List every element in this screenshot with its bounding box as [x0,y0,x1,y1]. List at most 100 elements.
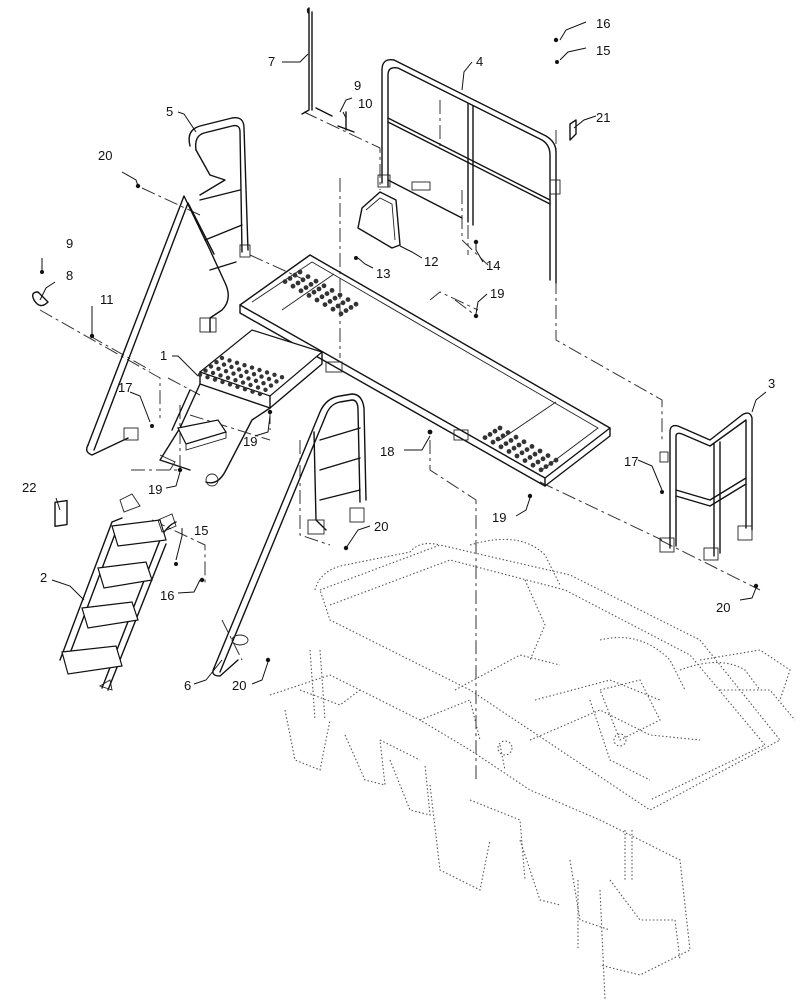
perforation-hole [231,371,236,376]
perforation-hole [522,458,528,463]
perforation-hole [538,467,544,473]
perforation-hole [214,360,219,365]
perforation-hole [266,376,272,382]
perforation-hole [305,274,311,279]
callout-20-bottom: 20 [232,678,246,693]
callout-15-top: 15 [596,43,610,58]
callout-1: 1 [160,348,167,363]
perforation-hole [253,378,259,383]
perforation-hole [251,372,257,377]
guard-rail-right [659,412,753,561]
perforation-hole [248,382,253,388]
perforation-hole [516,442,522,448]
perforation-hole [282,279,288,284]
perforation-hole [292,272,298,278]
perforation-hole [506,449,512,454]
callout-10: 10 [358,96,372,111]
perforation-hole [233,378,238,383]
perforation-hole [212,377,218,382]
perforation-hole [229,364,234,370]
perforation-hole [514,453,520,459]
perforation-hole [257,367,262,373]
perforation-hole [321,283,327,289]
callout-17-right: 17 [624,454,638,469]
perforation-hole [319,294,325,300]
perforation-hole [327,299,333,304]
step-ladder [59,493,177,691]
perforation-hole [279,375,285,380]
fastener-19-step [267,409,273,415]
perforation-hole [295,280,301,286]
callout-5: 5 [166,104,173,119]
perforation-hole [311,289,317,295]
callout-16-top: 16 [596,16,610,31]
perforation-hole [343,308,349,313]
perforation-hole [223,369,229,374]
perforation-hole [255,385,261,390]
perforation-hole [259,374,264,379]
perforation-hole [535,459,541,465]
perforation-hole [264,370,270,375]
perforation-hole [553,457,559,463]
perforation-hole [220,379,225,385]
perforation-hole [257,391,263,397]
callout-17-left: 17 [118,380,132,395]
callout-19-front: 19 [492,510,506,525]
callout-19-deck: 19 [490,286,504,301]
perforation-hole [250,389,255,394]
fastener-8 [31,291,49,307]
fastener-18 [427,429,433,435]
perforation-hole [322,302,328,307]
perforation-hole [221,362,227,367]
perforation-hole [313,278,319,284]
perforation-hole [225,375,231,380]
callout-20-right: 20 [716,600,730,615]
fastener-11 [89,333,95,339]
perforation-hole [246,376,251,381]
perforation-hole [244,369,249,374]
perforation-hole [300,277,306,283]
deck-perforations-front [482,425,559,473]
perforation-hole [242,363,247,368]
fastener-20-rear [135,183,141,189]
perforation-hole [203,368,208,373]
perforation-hole [497,425,503,431]
perforation-hole [511,445,517,451]
fastener-20-bottom [265,657,271,663]
perforation-hole [287,276,293,281]
perforation-hole [236,367,242,372]
perforation-hole [490,439,496,445]
perforation-hole [261,381,266,386]
step-perforations [197,355,285,397]
perforation-hole [348,305,354,310]
perforation-hole [227,382,233,387]
callout-11: 11 [100,292,114,307]
clip-pins [315,107,355,133]
perforation-hole [498,444,504,450]
perforation-hole [495,436,501,442]
perforation-hole [521,439,527,445]
perforation-hole [519,450,525,456]
perforation-hole [513,434,519,440]
upper-step-assembly [159,329,324,487]
callout-9-top: 9 [354,78,361,93]
perforation-hole [303,285,309,290]
perforation-hole [218,373,223,378]
perforation-hole [308,282,314,287]
perforation-hole [240,380,246,385]
fastener-16-lower [199,577,205,583]
leader-lines [39,21,767,685]
machine-frame-phantom [269,538,796,1000]
perforation-hole [335,303,341,309]
perforation-hole [332,295,338,301]
fastener-dots [31,37,759,663]
perforation-hole [548,461,554,466]
perforation-hole [540,456,546,462]
perforation-hole [337,292,343,298]
callout-4: 4 [476,54,483,69]
fastener-9-left [40,270,44,274]
perforation-hole [249,365,255,370]
perforation-hole [205,375,210,380]
perforation-hole [235,384,240,389]
perforation-hole [537,448,543,454]
